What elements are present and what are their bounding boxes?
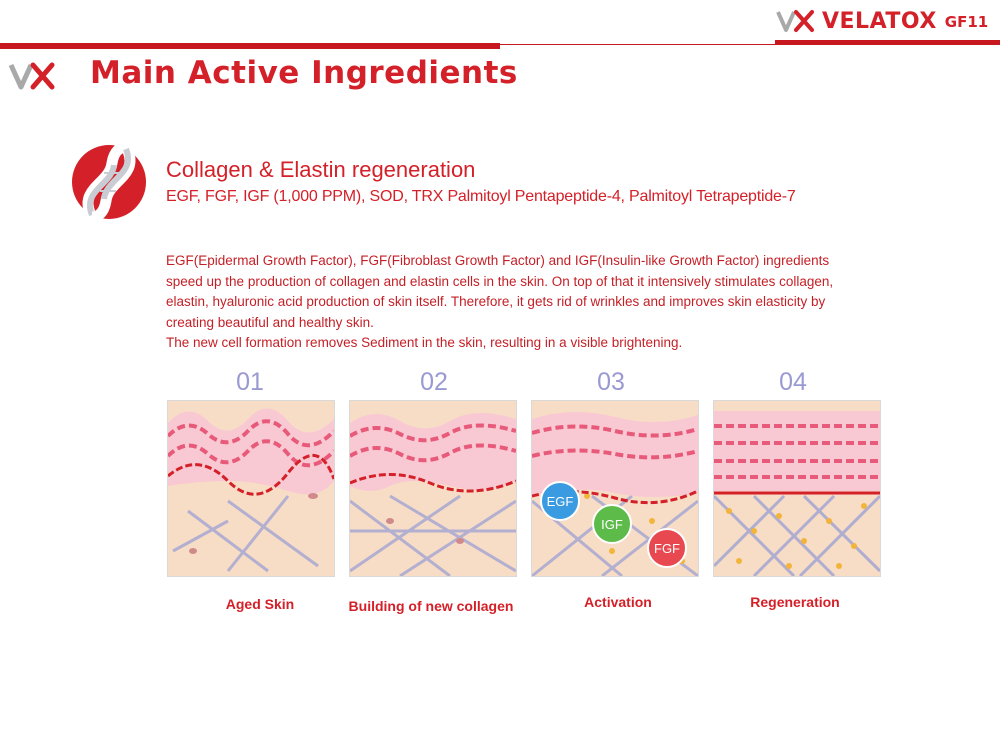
description-line: The new cell formation removes Sediment … xyxy=(166,335,683,350)
badge-igf: IGF xyxy=(592,504,632,544)
description-line: creating beautiful and healthy skin. xyxy=(166,314,374,330)
regeneration-skin-image xyxy=(714,401,880,576)
aged-skin-image xyxy=(168,401,334,576)
vx-logo-icon xyxy=(8,62,55,90)
step-caption: Regeneration xyxy=(750,594,840,610)
skin-illustration-activation: EGF IGF FGF xyxy=(531,400,699,577)
skin-illustration-collagen xyxy=(349,400,517,577)
badge-fgf: FGF xyxy=(647,528,687,568)
top-rule-left xyxy=(0,43,500,49)
section-heading: Collagen & Elastin regeneration xyxy=(166,157,476,182)
collagen-skin-image xyxy=(350,401,516,576)
top-rule-right xyxy=(775,40,1000,45)
brand-model: GF11 xyxy=(944,13,989,31)
step-number: 02 xyxy=(420,368,448,396)
ingredient-list: EGF, FGF, IGF (1,000 PPM), SOD, TRX Palm… xyxy=(166,188,796,205)
vx-logo-icon xyxy=(776,10,814,32)
skin-illustration-aged xyxy=(167,400,335,577)
dna-helix-icon xyxy=(72,143,146,221)
step-number: 03 xyxy=(597,368,625,396)
description-line: elastin, hyaluronic acid production of s… xyxy=(166,294,826,309)
description-line: speed up the production of collagen and … xyxy=(166,273,834,289)
top-rule-thin xyxy=(500,44,775,45)
description: EGF(Epidermal Growth Factor), FGF(Fibrob… xyxy=(166,251,906,354)
step-caption: Aged Skin xyxy=(225,596,295,612)
skin-illustration-regeneration xyxy=(713,400,881,577)
step-number: 01 xyxy=(236,368,264,396)
step-caption: Building of new collagen xyxy=(348,598,514,614)
brand-name: VELATOX xyxy=(822,8,937,34)
description-line: EGF(Epidermal Growth Factor), FGF(Fibrob… xyxy=(166,253,830,268)
badge-egf: EGF xyxy=(540,481,580,521)
step-number: 04 xyxy=(779,368,807,396)
page-title: Main Active Ingredients xyxy=(90,55,518,91)
brand-header: VELATOX GF11 xyxy=(776,8,988,34)
step-caption: Activation xyxy=(584,594,652,610)
